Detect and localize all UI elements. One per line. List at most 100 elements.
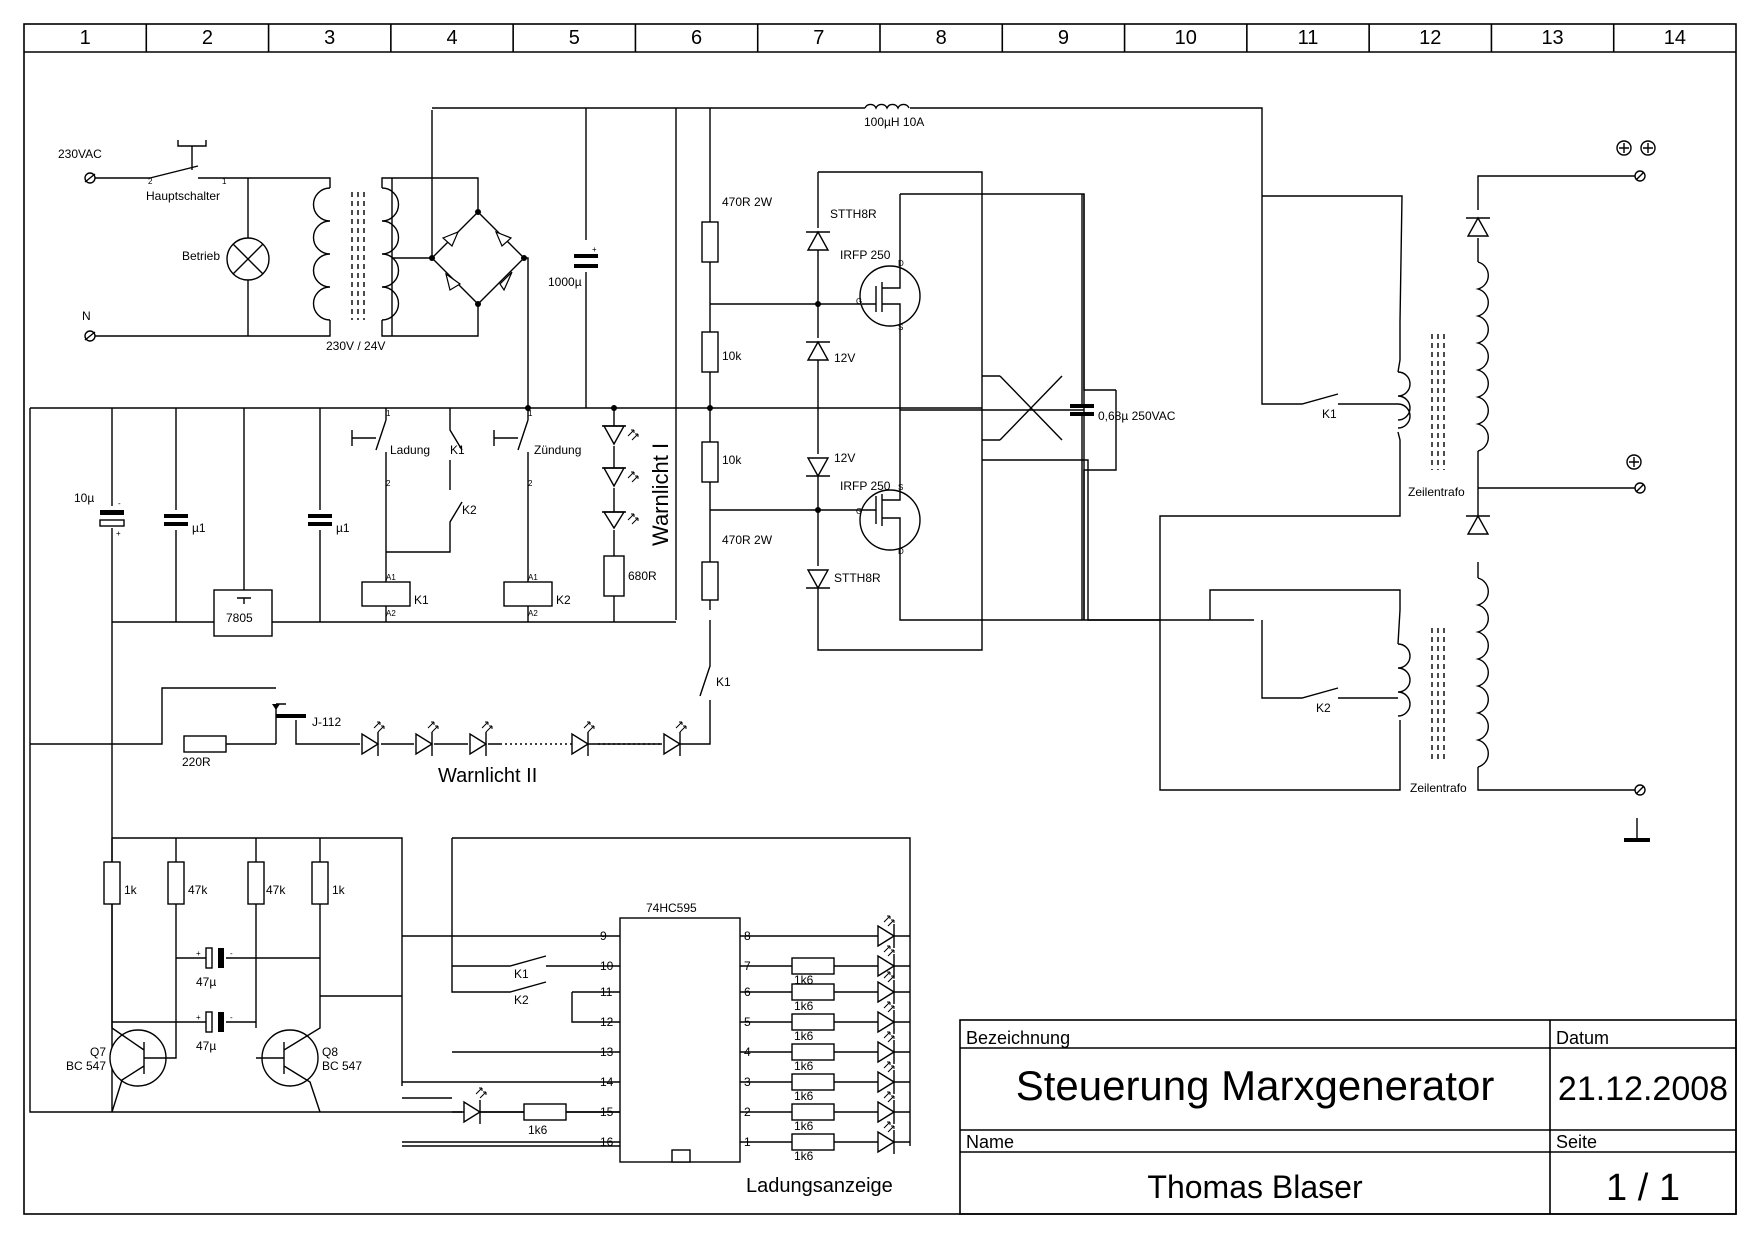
- drawing-title: Steuerung Marxgenerator: [1016, 1062, 1495, 1109]
- diode-stth-top-icon: [806, 230, 830, 251]
- column-number: 9: [1058, 27, 1069, 49]
- charge-led-icon: [877, 1130, 896, 1154]
- mains-label: 230VAC: [58, 147, 102, 161]
- bezeichnung-label: Bezeichnung: [966, 1028, 1070, 1048]
- ic-label: 74HC595: [646, 901, 697, 915]
- flyback-primary-bot-icon: [1397, 643, 1411, 717]
- diode-stth-bot-icon: [806, 569, 830, 590]
- k2-contact-label: K2: [462, 503, 477, 517]
- cap-u1-a-icon: [164, 514, 188, 518]
- flyback-section: K1 K2 Zeilentrafo Zeilentrafo: [1159, 140, 1656, 842]
- charge-led-icon: [877, 1040, 896, 1064]
- column-number: 3: [324, 27, 335, 49]
- resistor-10k-top-icon: [701, 331, 719, 373]
- ic-pin-number: 10: [600, 959, 614, 973]
- resistor-1k6-icon: [791, 957, 835, 975]
- regulator-label: 7805: [226, 611, 253, 625]
- res-1k-a-label: 1k: [124, 883, 138, 897]
- k2-flyback-label: K2: [1316, 701, 1331, 715]
- svg-text:A1: A1: [386, 573, 396, 582]
- zuendung-switch-icon: [517, 408, 529, 622]
- inductor-icon: [864, 103, 910, 110]
- q7-label: Q7: [90, 1045, 106, 1059]
- bridge-rectifier: [391, 110, 529, 408]
- hv-diode-top-icon: [1466, 216, 1490, 237]
- datum-label: Datum: [1556, 1028, 1609, 1048]
- warnlicht2-label: Warnlicht II: [438, 765, 537, 787]
- flyback-secondary-top-icon: [1475, 261, 1489, 452]
- res-220-label: 220R: [182, 755, 211, 769]
- cap-10u-icon: [100, 510, 124, 515]
- charge-led-icon: [877, 1100, 896, 1124]
- resistor-1k6-icon: [791, 983, 835, 1001]
- title-block: Bezeichnung Datum Steuerung Marxgenerato…: [959, 1019, 1737, 1215]
- name-label: Name: [966, 1132, 1014, 1152]
- main-switch-icon: [95, 140, 248, 179]
- resistor-1k-b-icon: [311, 861, 329, 905]
- column-number: 5: [569, 27, 580, 49]
- resistor-680-icon: [603, 555, 625, 597]
- charge-indicator-row: 1k6: [791, 1031, 896, 1073]
- ic-k1-label: K1: [514, 967, 529, 981]
- resistor-10k-bot-icon: [701, 441, 719, 483]
- charge-led-icon: [877, 1070, 896, 1094]
- cap-068-label: 0,68µ 250VAC: [1098, 409, 1176, 423]
- svg-text:+: +: [196, 949, 201, 958]
- astable-multivibrator: 1k 47k 47k 1k +- 47µ +- 47µ Q7 BC 547 Q8…: [66, 837, 403, 1113]
- resistor-47k-b-icon: [247, 861, 265, 905]
- svg-text:-: -: [230, 949, 233, 958]
- charge-led-icon: [877, 1010, 896, 1034]
- lamp-label: Betrieb: [182, 249, 220, 263]
- warnlicht2-led-5-icon: [663, 732, 682, 756]
- ic-pin-number: 15: [600, 1105, 614, 1119]
- res-470-top-label: 470R 2W: [722, 195, 773, 209]
- resistor-1k6-icon: [791, 1103, 835, 1121]
- zuendung-label: Zündung: [534, 443, 581, 457]
- resistor-1k6-charge-icon: [523, 1103, 567, 1121]
- column-number: 2: [202, 27, 213, 49]
- ic-pin-number: 14: [600, 1075, 614, 1089]
- relay-k1-label: K1: [414, 593, 429, 607]
- column-number: 7: [813, 27, 824, 49]
- column-number: 6: [691, 27, 702, 49]
- svg-text:-: -: [118, 499, 121, 508]
- q7-type: BC 547: [66, 1059, 106, 1073]
- resistor-1k-a-icon: [103, 861, 121, 905]
- inverter-section: 470R 2W 10k 10k 470R 2W STTH8R 12V 12V S…: [701, 171, 1254, 651]
- ladungsanzeige-label: Ladungsanzeige: [746, 1175, 893, 1197]
- mosfet-bot-icon: [859, 489, 921, 551]
- cap-47-b-icon: [205, 1011, 213, 1033]
- column-number: 8: [936, 27, 947, 49]
- resistor-470-bot-icon: [701, 561, 719, 601]
- charge-led-icon: [463, 1100, 482, 1124]
- svg-text:+: +: [592, 245, 597, 254]
- column-number: 11: [1298, 27, 1319, 49]
- res-1k6-label: 1k6: [794, 1059, 814, 1073]
- power-rail: 100µH 10A 1000µ +: [432, 103, 1263, 620]
- relay-k2-coil-icon: [503, 581, 553, 607]
- svg-text:2: 2: [386, 479, 391, 488]
- transformer-primary-icon: [312, 187, 331, 321]
- svg-text:A1: A1: [528, 573, 538, 582]
- jfet-label: J-112: [312, 715, 341, 729]
- k1-mid-label: K1: [716, 675, 731, 689]
- svg-text:+: +: [116, 529, 121, 538]
- cap-u1-a-label: µ1: [192, 521, 206, 535]
- column-number: 4: [446, 27, 457, 49]
- resistor-1k6-icon: [791, 1013, 835, 1031]
- k1-contact-label: K1: [450, 443, 465, 457]
- svg-text:D: D: [898, 547, 904, 556]
- svg-text:1: 1: [528, 409, 533, 418]
- ic-74hc595-icon: [619, 917, 741, 1163]
- svg-text:G: G: [856, 507, 862, 516]
- svg-text:S: S: [898, 323, 903, 332]
- main-switch-label: Hauptschalter: [146, 189, 220, 203]
- ic-pin-number: 9: [600, 929, 607, 943]
- flyback-primary-top-icon: [1397, 371, 1411, 429]
- diode-bot-label: STTH8R: [834, 571, 881, 585]
- page-number: 1 / 1: [1606, 1167, 1680, 1209]
